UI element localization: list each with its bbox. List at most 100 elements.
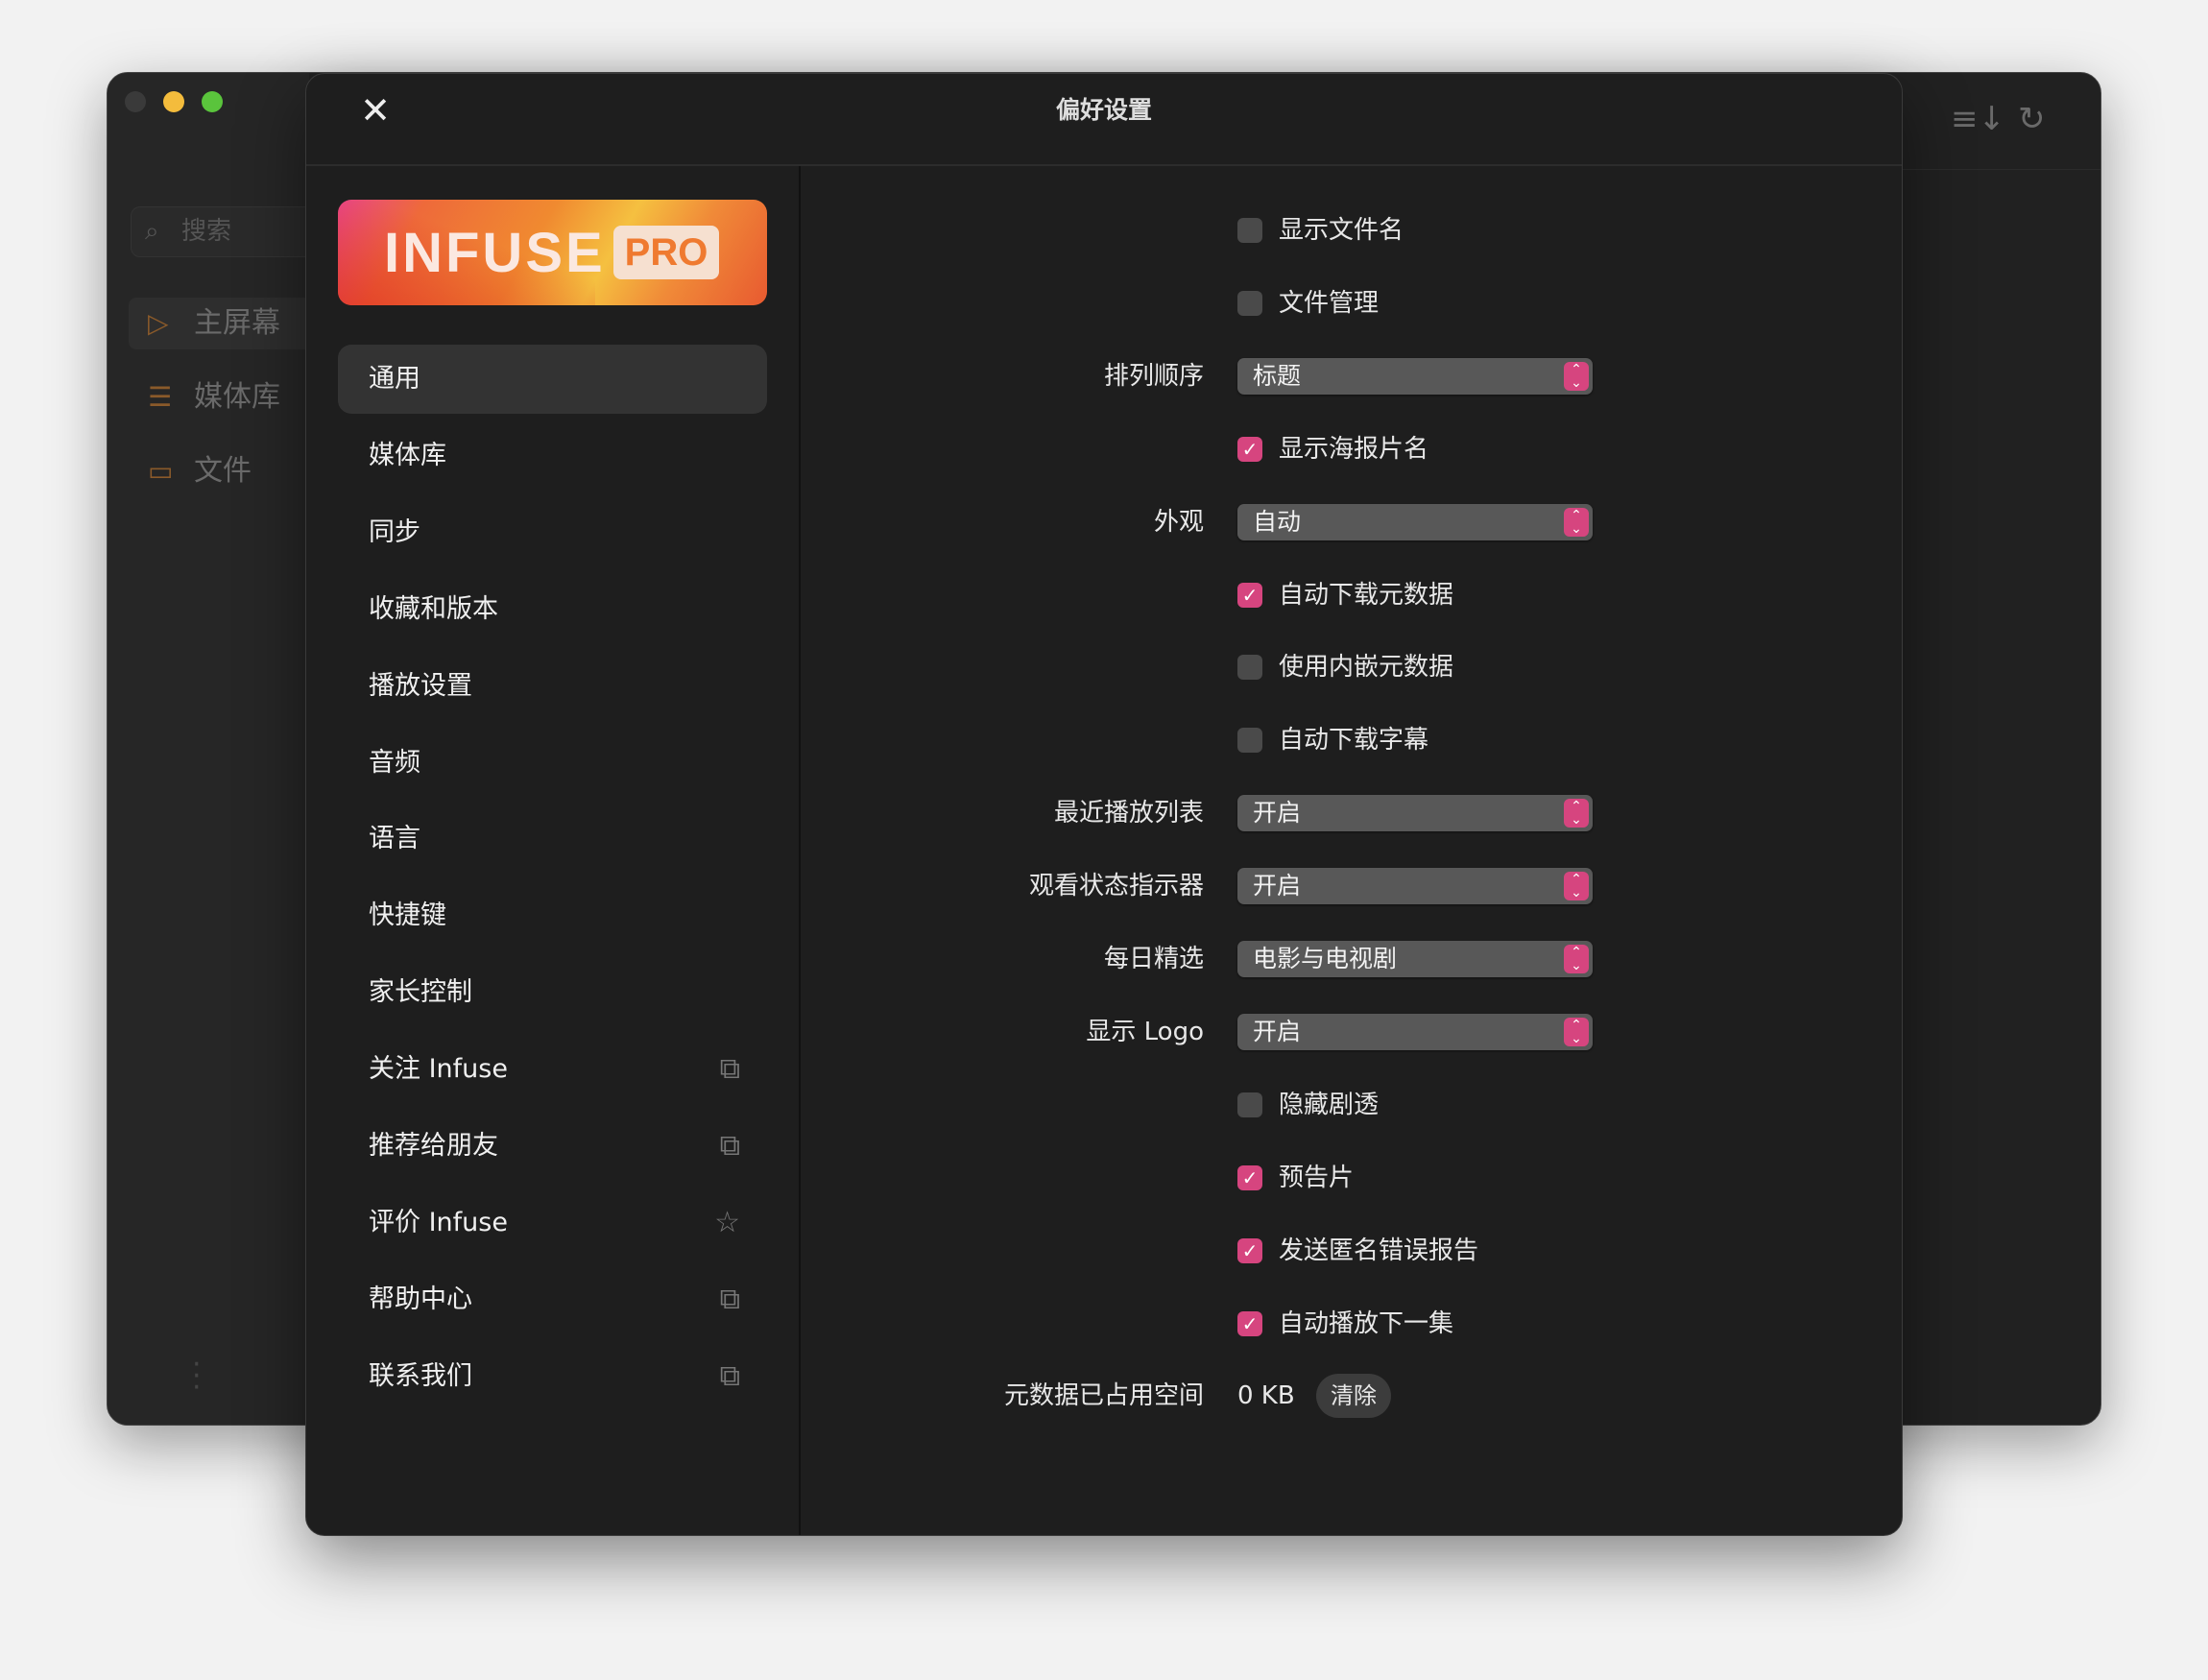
search-input[interactable]: ⌕搜索	[131, 206, 323, 257]
select-popup[interactable]: 开启⌃⌄	[1237, 868, 1593, 905]
background-sidebar	[108, 73, 309, 1425]
close-icon[interactable]: ✕	[360, 89, 391, 132]
select-popup[interactable]: 电影与电视剧⌃⌄	[1237, 941, 1593, 977]
chevron-up-down-icon: ⌃⌄	[1564, 361, 1589, 391]
setting-row: 外观自动⌃⌄	[306, 503, 1902, 541]
checkbox[interactable]: ✓	[1237, 436, 1262, 462]
sidebar-item[interactable]: ▷主屏幕	[129, 298, 321, 349]
nav-item[interactable]: 家长控制	[338, 958, 767, 1027]
setting-row: ✓ 预告片	[306, 1159, 1902, 1197]
star-icon[interactable]: ☆	[714, 1205, 740, 1239]
checkbox[interactable]	[1237, 728, 1262, 754]
select-value: 自动	[1253, 507, 1302, 536]
chevron-up-down-icon: ⌃⌄	[1564, 799, 1589, 828]
checkbox[interactable]: ✓	[1237, 1237, 1262, 1263]
nav-item[interactable]: 关注 Infuse⧉	[338, 1035, 767, 1104]
setting-row: 每日精选电影与电视剧⌃⌄	[306, 940, 1902, 978]
nav-item[interactable]: 评价 Infuse ☆	[338, 1188, 767, 1258]
nav-item[interactable]: 推荐给朋友⧉	[338, 1112, 767, 1181]
folder-icon: ▭	[148, 455, 174, 487]
clear-button[interactable]: 清除	[1316, 1374, 1391, 1419]
more-icon[interactable]: ···	[192, 1348, 202, 1404]
external-link-icon[interactable]: ⧉	[719, 1052, 740, 1087]
checkbox[interactable]: ✓	[1237, 582, 1262, 608]
select-value: 开启	[1253, 872, 1302, 900]
nav-item-label: 快捷键	[369, 900, 446, 931]
sidebar-item-label: 媒体库	[194, 380, 280, 414]
nav-item-label: 音频	[369, 747, 420, 778]
search-icon: ⌕	[145, 217, 159, 246]
setting-row: 最近播放列表 开启⌃⌄	[306, 794, 1902, 832]
sidebar-divider	[799, 166, 801, 1535]
checkbox[interactable]: ✓	[1237, 1310, 1262, 1336]
select-popup[interactable]: 开启⌃⌄	[1237, 795, 1593, 832]
sidebar-item[interactable]: ▭ 文件	[129, 445, 321, 497]
checkbox[interactable]: ✓	[1237, 1164, 1262, 1190]
external-link-icon[interactable]: ⧉	[719, 1282, 740, 1316]
nav-item-label: 同步	[369, 516, 420, 547]
select-value: 标题	[1253, 361, 1302, 390]
checkbox-label[interactable]: 自动下载字幕	[1279, 726, 1429, 756]
nav-item[interactable]: 媒体库	[338, 421, 767, 491]
external-link-icon[interactable]: ⧉	[719, 1358, 740, 1393]
preferences-dialog: ✕ 偏好设置 INFUSE PRO 通用媒体库同步收藏和版本播放设置音频语言快捷…	[305, 73, 1903, 1536]
nav-item[interactable]: 同步	[338, 498, 767, 567]
nav-item-label: 语言	[369, 824, 420, 854]
nav-item[interactable]: 联系我们 ⧉	[338, 1342, 767, 1411]
setting-row: ✓ 发送匿名错误报告	[306, 1232, 1902, 1270]
setting-row: 使用内嵌元数据	[306, 648, 1902, 686]
library-icon: ☰	[148, 381, 173, 413]
nav-item[interactable]: 播放设置	[338, 652, 767, 721]
select-value: 开启	[1253, 1017, 1302, 1045]
setting-row: 自动下载字幕	[306, 721, 1902, 759]
nav-item[interactable]: 快捷键	[338, 881, 767, 950]
checkbox-label[interactable]: 自动播放下一集	[1279, 1308, 1454, 1338]
external-link-icon[interactable]: ⧉	[719, 1129, 740, 1163]
checkbox-label[interactable]: 显示文件名	[1279, 216, 1404, 245]
setting-row: 排列顺序标题⌃⌄	[306, 357, 1902, 396]
setting-row: ✓ 显示海报片名	[306, 430, 1902, 468]
checkbox-label[interactable]: 显示海报片名	[1279, 434, 1429, 464]
setting-label: 观看状态指示器	[1028, 872, 1204, 901]
setting-row: ✓ 自动播放下一集	[306, 1305, 1902, 1343]
nav-item[interactable]: 语言	[338, 804, 767, 874]
checkbox[interactable]	[1237, 1092, 1262, 1117]
checkbox-label[interactable]: 文件管理	[1279, 288, 1380, 318]
checkbox-label[interactable]: 发送匿名错误报告	[1279, 1236, 1479, 1265]
checkbox[interactable]	[1237, 655, 1262, 681]
setting-label: 显示 Logo	[1086, 1017, 1204, 1046]
select-popup[interactable]: 标题 ⌃⌄	[1237, 357, 1593, 395]
checkbox-label[interactable]: 预告片	[1279, 1163, 1355, 1192]
sidebar-item-label: 文件	[194, 454, 252, 488]
nav-item[interactable]: 音频	[338, 729, 767, 798]
setting-row: 隐藏剧透	[306, 1086, 1902, 1124]
nav-item-label: 联系我们	[369, 1360, 472, 1391]
nav-item[interactable]: 通用	[338, 345, 767, 414]
refresh-icon[interactable]: ↻	[2018, 100, 2046, 138]
close-window-button[interactable]	[125, 91, 146, 112]
checkbox-label[interactable]: 自动下载元数据	[1279, 580, 1454, 610]
dialog-title: 偏好设置	[1055, 96, 1152, 124]
nav-item[interactable]: 收藏和版本	[338, 575, 767, 644]
select-popup[interactable]: 自动⌃⌄	[1237, 503, 1593, 540]
minimize-window-button[interactable]	[163, 91, 184, 112]
checkbox-label[interactable]: 使用内嵌元数据	[1279, 653, 1454, 683]
zoom-window-button[interactable]	[202, 91, 223, 112]
chevron-up-down-icon: ⌃⌄	[1564, 1017, 1589, 1046]
setting-row: 显示文件名	[306, 211, 1902, 250]
checkbox[interactable]	[1237, 290, 1262, 316]
sidebar-item[interactable]: ☰ 媒体库	[129, 372, 321, 423]
checkbox[interactable]	[1237, 218, 1262, 243]
setting-label: 元数据已占用空间	[1003, 1381, 1204, 1411]
setting-row: 观看状态指示器 开启⌃⌄	[306, 867, 1902, 905]
sidebar-item-label: 主屏幕	[194, 306, 280, 340]
sort-icon[interactable]: ≡↓	[1951, 100, 2005, 138]
dialog-header: ✕ 偏好设置	[306, 74, 1902, 166]
nav-item-label: 家长控制	[369, 977, 472, 1008]
nav-item[interactable]: 帮助中心⧉	[338, 1265, 767, 1334]
select-popup[interactable]: 开启 ⌃⌄	[1237, 1013, 1593, 1050]
setting-label: 最近播放列表	[1053, 799, 1204, 828]
setting-row: ✓ 自动下载元数据	[306, 576, 1902, 614]
checkbox-label[interactable]: 隐藏剧透	[1279, 1090, 1380, 1119]
nav-item-label: 评价 Infuse	[369, 1207, 508, 1237]
